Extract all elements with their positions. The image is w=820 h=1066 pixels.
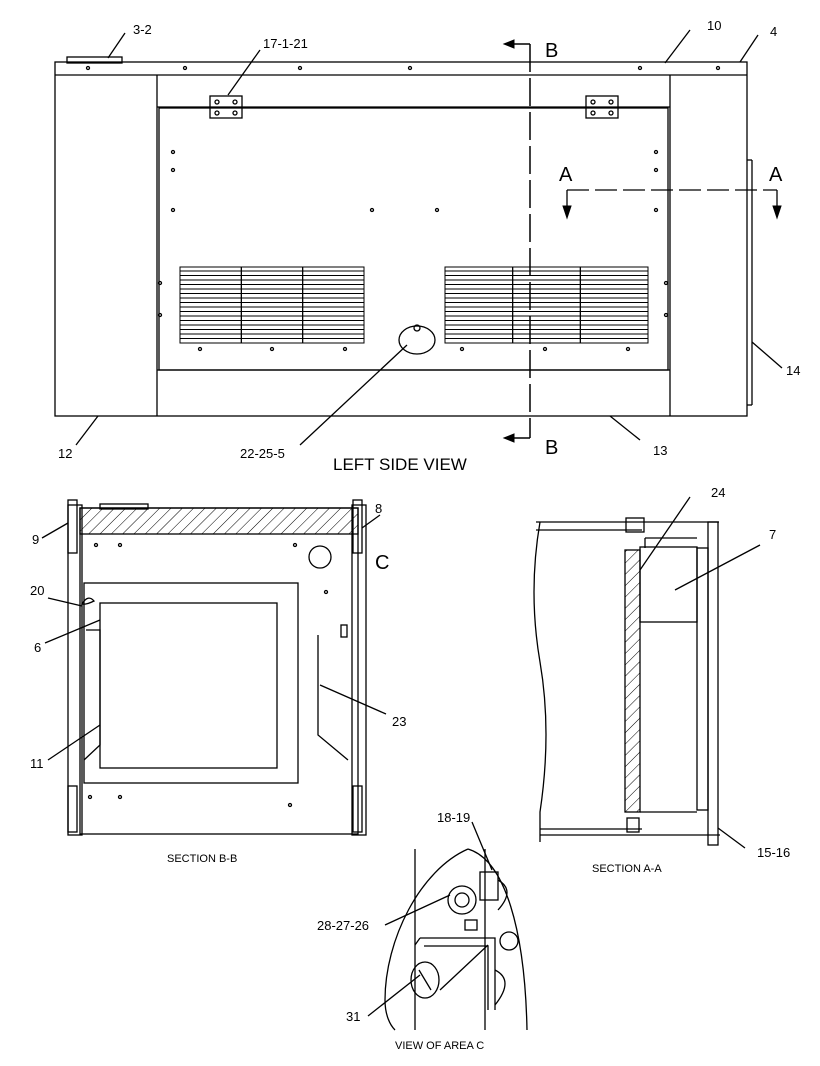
grille-frame	[444, 266, 649, 344]
door-opening	[83, 582, 299, 784]
section-bb-caption: SECTION B-B	[167, 853, 237, 865]
section-line-b	[502, 39, 782, 443]
callout-31: 31	[346, 1009, 360, 1024]
callout-13: 13	[653, 443, 667, 458]
callout-4: 4	[770, 24, 777, 39]
section-marker-a-left: A	[559, 164, 573, 186]
callout-8: 8	[375, 501, 382, 516]
grille-frame	[179, 266, 365, 344]
callout-11: 11	[30, 756, 44, 771]
section-bb-frame	[79, 507, 359, 835]
section-b-b-view	[41, 499, 387, 836]
callout-22-25-5: 22-25-5	[240, 446, 285, 461]
callout-24: 24	[711, 485, 725, 500]
louvre-grilles	[179, 266, 649, 344]
callout-18-19: 18-19	[437, 810, 470, 825]
callout-23: 23	[392, 714, 406, 729]
callout-17-1-21: 17-1-21	[263, 36, 308, 51]
section-a-a-view	[533, 496, 761, 849]
side-rail	[696, 547, 709, 811]
access-door	[158, 107, 669, 371]
callout-10: 10	[707, 18, 721, 33]
fastener-31	[410, 961, 440, 999]
door-handle-plate-3-2	[66, 56, 123, 64]
door-panel	[99, 602, 278, 769]
door-latch	[398, 325, 436, 355]
section-marker-b-top: B	[545, 40, 558, 62]
hatched-panel-24	[624, 549, 641, 813]
detail-marker-c: C	[375, 552, 389, 574]
callout-14: 14	[786, 363, 800, 378]
callout-28-27-26: 28-27-26	[317, 918, 369, 933]
enclosure-outline	[54, 61, 748, 417]
callout-3-2: 3-2	[133, 22, 152, 37]
section-aa-caption: SECTION A-A	[592, 863, 662, 875]
section-marker-b-bottom: B	[545, 437, 558, 459]
left-side-view-title: LEFT SIDE VIEW	[333, 455, 467, 474]
detail-boundary	[384, 848, 469, 1031]
callout-9: 9	[32, 532, 39, 547]
hatched-roof	[79, 507, 359, 535]
callout-12: 12	[58, 446, 72, 461]
fastener-28-27-26	[447, 885, 477, 915]
hinge-left	[209, 95, 243, 119]
break-line	[533, 521, 547, 842]
callout-7: 7	[769, 527, 776, 542]
area-c-caption: VIEW OF AREA C	[395, 1040, 484, 1052]
left-side-view	[54, 29, 783, 446]
area-c-view	[367, 821, 528, 1031]
callout-20: 20	[30, 583, 44, 598]
callout-6: 6	[34, 640, 41, 655]
callout-15-16: 15-16	[757, 845, 790, 860]
section-marker-a-right: A	[769, 164, 783, 186]
hinge-right	[585, 95, 619, 119]
